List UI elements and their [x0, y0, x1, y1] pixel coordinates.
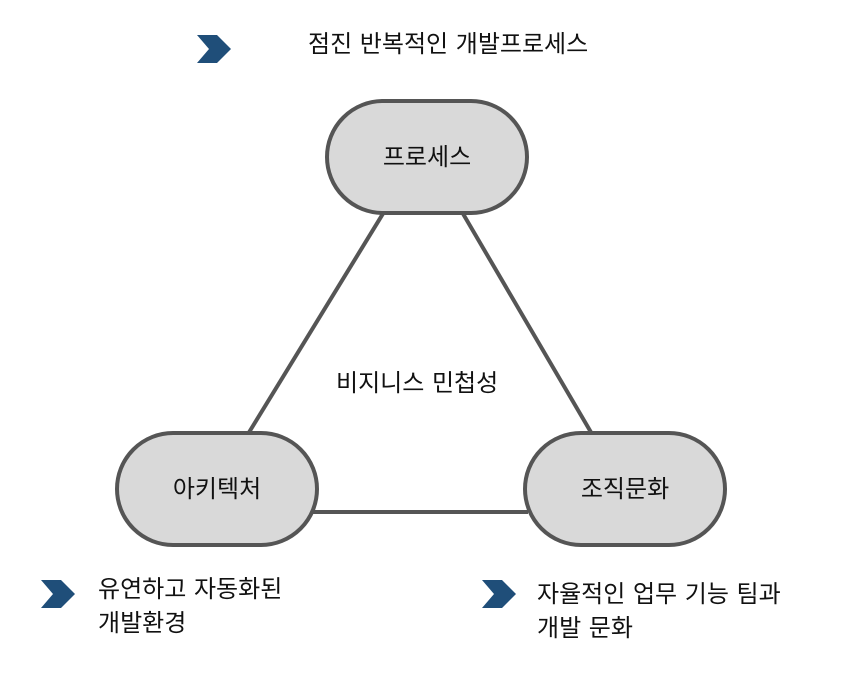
- chevron-right-icon: [482, 580, 516, 608]
- center-label: 비지니스 민첩성: [336, 369, 499, 397]
- edge-top-to-right: [460, 210, 594, 436]
- architecture-note-line2: 개발환경: [98, 609, 187, 637]
- process-node-label: 프로세스: [382, 143, 472, 171]
- org-culture-note-line1: 자율적인 업무 기능 팀과: [537, 580, 781, 608]
- diagram-title: 점진 반복적인 개발프로세스: [308, 30, 589, 58]
- org-culture-note-line2: 개발 문화: [537, 614, 633, 642]
- org-culture-note: 자율적인 업무 기능 팀과 개발 문화: [537, 577, 781, 645]
- process-node: [325, 99, 529, 215]
- architecture-note: 유연하고 자동화된 개발환경: [98, 572, 282, 640]
- org-culture-node: [523, 431, 727, 547]
- diagram-edges: [246, 210, 594, 514]
- architecture-node: [115, 431, 319, 547]
- edge-top-to-left: [246, 210, 386, 436]
- chevron-right-icon: [197, 35, 231, 63]
- architecture-node-label: 아키텍처: [172, 475, 262, 503]
- chevron-right-icon: [41, 580, 75, 608]
- org-culture-node-label: 조직문화: [580, 475, 670, 503]
- architecture-note-line1: 유연하고 자동화된: [98, 575, 283, 603]
